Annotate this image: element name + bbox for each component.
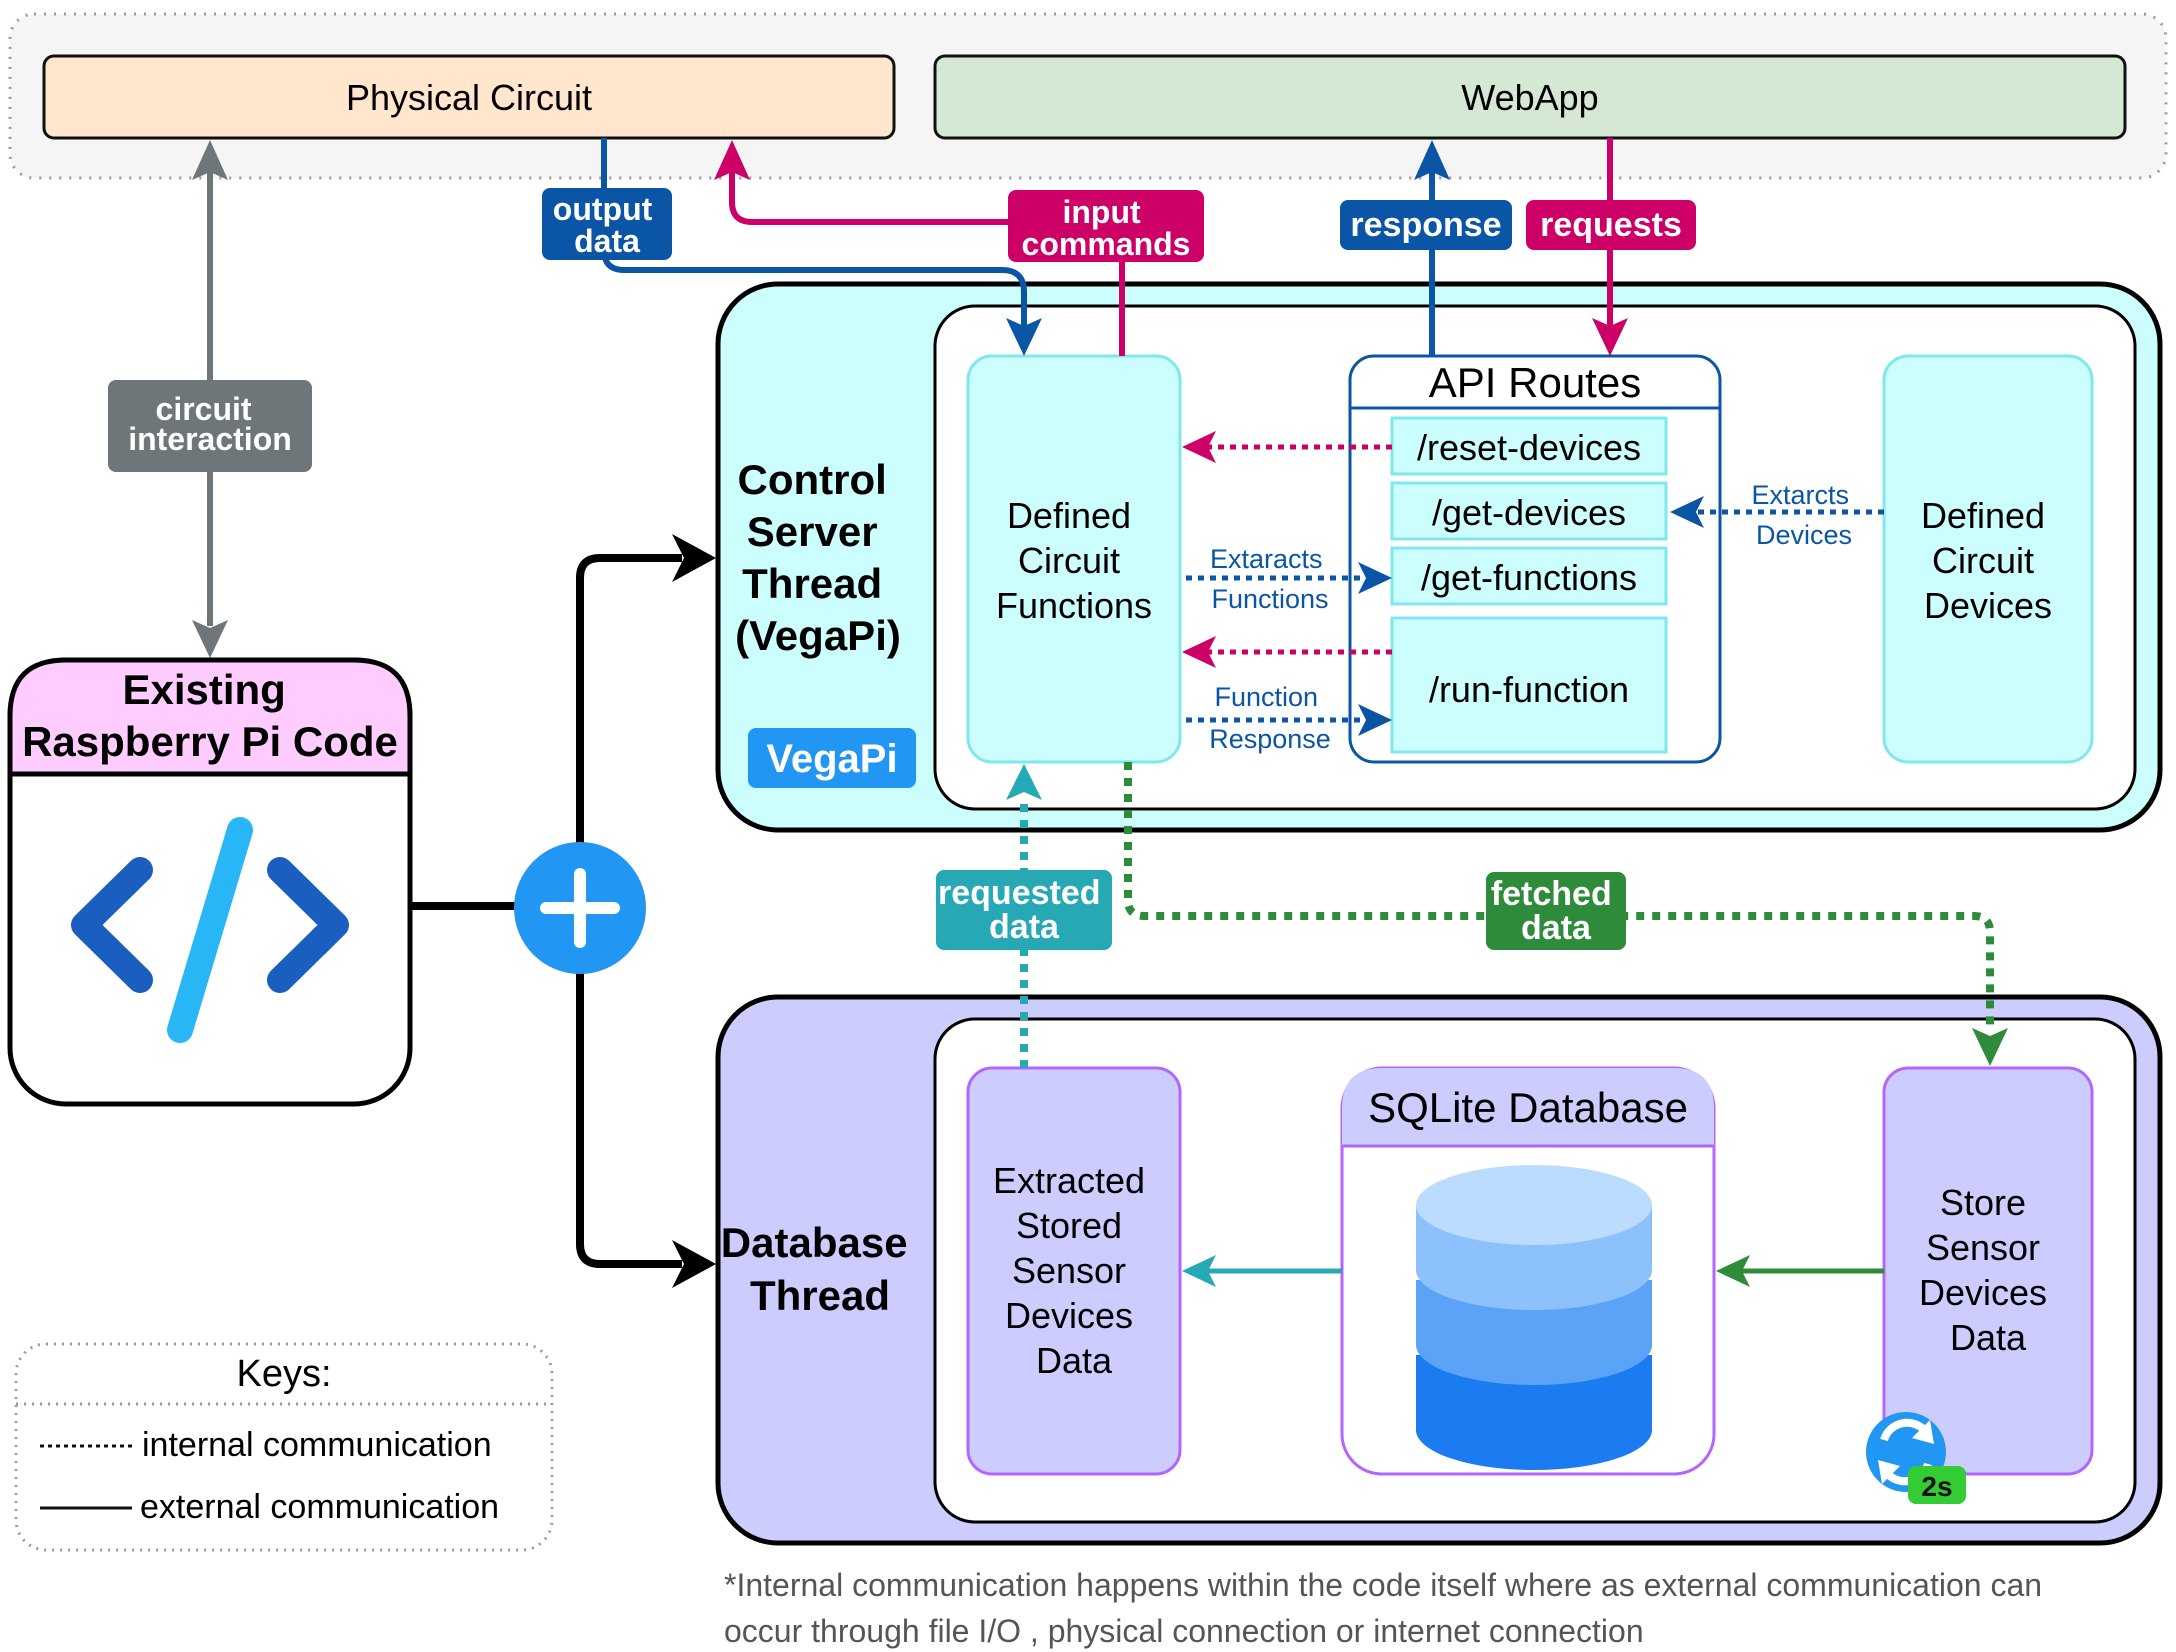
svg-text:requested data: requested data	[938, 874, 1110, 946]
webapp-label: WebApp	[1461, 77, 1598, 118]
refresh-timer-icon: 2s	[1866, 1412, 1966, 1504]
svg-text:2s: 2s	[1921, 1471, 1952, 1502]
svg-text:Existing Raspberry Pi Co: Existing Raspberry Pi Code	[22, 666, 398, 765]
svg-text:Keys:: Keys:	[236, 1353, 331, 1395]
svg-text:fetched data: fetched data	[1491, 875, 1621, 947]
add-icon	[514, 842, 646, 974]
requested-data-arrow: requested data	[936, 764, 1112, 1068]
route-run-function: /run-function	[1390, 616, 1668, 754]
footnote: *Internal communication happens within t…	[724, 1567, 2042, 1649]
sqlite-database-box: SQLite Database	[1340, 1066, 1716, 1476]
database-icon	[1416, 1165, 1652, 1470]
svg-text:input commands: input commands	[1022, 194, 1191, 262]
defined-circuit-functions-box: Defined Circuit Functions	[966, 354, 1182, 764]
svg-text:internal communication: internal communication	[142, 1426, 492, 1464]
svg-text:occur through file I/O , physi: occur through file I/O , physical connec…	[724, 1613, 1644, 1649]
route-reset-devices: /reset-devices	[1390, 416, 1668, 476]
svg-text:*Internal communication happen: *Internal communication happens within t…	[724, 1567, 2042, 1603]
svg-text:requests: requests	[1540, 206, 1682, 244]
physical-circuit-label: Physical Circuit	[346, 77, 592, 118]
existing-raspberry-pi-code-box: Existing Raspberry Pi Code	[7, 657, 413, 1107]
svg-text:VegaPi: VegaPi	[766, 737, 897, 781]
sqlite-database-title: SQLite Database	[1368, 1084, 1688, 1131]
input-commands-arrow: input commands	[714, 140, 1204, 356]
route-get-functions: /get-functions	[1390, 546, 1668, 606]
svg-text:/get-devices: /get-devices	[1432, 492, 1626, 533]
response-arrow: response	[1340, 140, 1512, 356]
database-thread-title: Database Thread	[721, 1219, 919, 1319]
code-icon	[71, 817, 349, 1043]
keys-legend: Keys: internal communication external co…	[14, 1342, 554, 1552]
svg-text:external communication: external communication	[140, 1488, 499, 1526]
requests-arrow: requests	[1526, 138, 1696, 356]
internal-arrows-database	[1182, 1255, 1884, 1287]
physical-circuit-box: Physical Circuit	[42, 54, 896, 140]
control-thread-title: Control Server Thread (VegaPi)	[735, 456, 901, 659]
api-routes-box: API Routes /reset-devices /get-devices /…	[1348, 354, 1722, 764]
svg-text:Function Response: Function Response	[1209, 682, 1331, 754]
vegapi-badge: VegaPi	[748, 728, 916, 788]
extracted-stored-data-box: Extracted Stored Sensor Devices Data	[966, 1066, 1182, 1476]
svg-text:Store Sensor Devic: Store Sensor Devices Data	[1919, 1182, 2057, 1358]
svg-text:output data: output data	[553, 191, 661, 259]
api-routes-title: API Routes	[1429, 359, 1641, 406]
route-get-devices: /get-devices	[1390, 481, 1668, 541]
svg-text:Defined Circuit Fu: Defined Circuit Functions	[996, 495, 1152, 626]
svg-text:Extarcts Devices: Extarcts Devices	[1751, 480, 1856, 550]
svg-text:Defined Circuit De: Defined Circuit Devices	[1921, 495, 2055, 626]
svg-text:/get-functions: /get-functions	[1421, 557, 1637, 598]
output-data-arrow: output data	[542, 138, 1042, 356]
circuit-interaction-arrow: circuit interaction	[108, 140, 312, 658]
svg-text:response: response	[1350, 206, 1501, 244]
svg-text:Extaracts Functions: Extaracts Functions	[1210, 544, 1330, 614]
internal-arrows-control: Extaracts Functions Function Response Ex…	[1182, 431, 1884, 754]
fetched-data-arrow: fetched data	[1124, 762, 2008, 1066]
fork-connector	[410, 534, 716, 1288]
defined-circuit-devices-box: Defined Circuit Devices	[1882, 354, 2094, 764]
webapp-box: WebApp	[933, 54, 2127, 140]
svg-text:Extracted Stored S: Extracted Stored Sensor Devices Data	[993, 1160, 1155, 1381]
svg-text:/reset-devices: /reset-devices	[1417, 427, 1641, 468]
svg-text:/run-function: /run-function	[1429, 669, 1629, 710]
svg-text:circuit interaction: circuit interaction	[128, 391, 292, 457]
